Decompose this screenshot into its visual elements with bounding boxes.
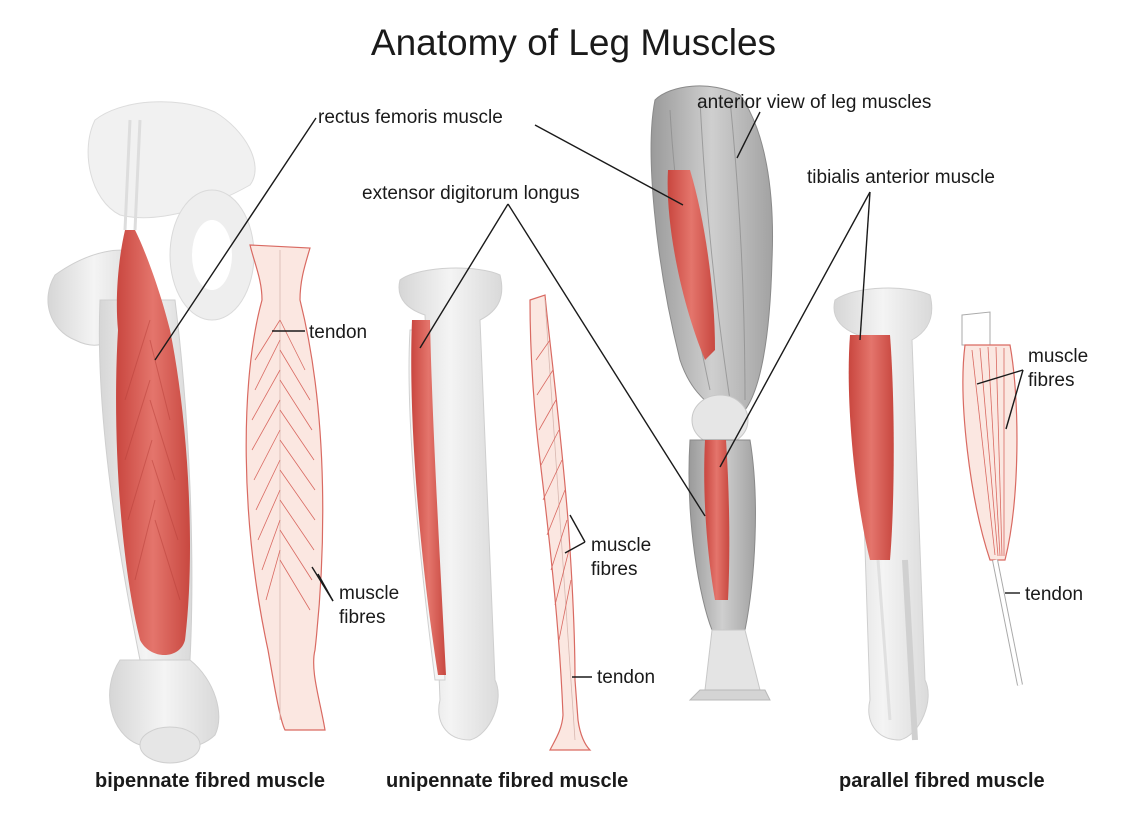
label-fibres-parallel-line1: muscle: [1028, 346, 1089, 367]
rectus-femoris-illustration: [116, 119, 190, 655]
label-fibres-bipennate-line1: muscle: [339, 583, 400, 604]
tibialis-anterior-illustration: [848, 335, 894, 721]
extensor-digitorum-illustration: [411, 320, 446, 675]
bipennate-diagram: [245, 244, 326, 731]
label-rectus-femoris: rectus femoris muscle: [318, 107, 503, 128]
label-fibres-unipennate-line1: muscle: [591, 535, 652, 556]
unipennate-diagram: [529, 294, 592, 751]
label-fibres-bipennate-line2: fibres: [339, 607, 386, 628]
label-tendon-unipennate: tendon: [597, 667, 656, 688]
anterior-leg-illustration: [650, 85, 773, 701]
leader-lines: [154, 111, 1024, 678]
parallel-diagram: [961, 311, 1023, 686]
label-extensor-digitorum: extensor digitorum longus: [362, 183, 580, 204]
caption-parallel: parallel fibred muscle: [839, 770, 1045, 792]
label-tendon-bipennate: tendon: [309, 322, 368, 343]
label-tendon-parallel: tendon: [1025, 584, 1084, 605]
caption-unipennate: unipennate fibred muscle: [386, 770, 629, 792]
label-anterior-view: anterior view of leg muscles: [697, 92, 932, 113]
label-tibialis-anterior: tibialis anterior muscle: [807, 167, 995, 188]
label-fibres-unipennate-line2: fibres: [591, 559, 638, 580]
page-title: Anatomy of Leg Muscles: [370, 22, 777, 63]
label-fibres-parallel-line2: fibres: [1028, 370, 1075, 391]
caption-bipennate: bipennate fibred muscle: [95, 770, 326, 792]
